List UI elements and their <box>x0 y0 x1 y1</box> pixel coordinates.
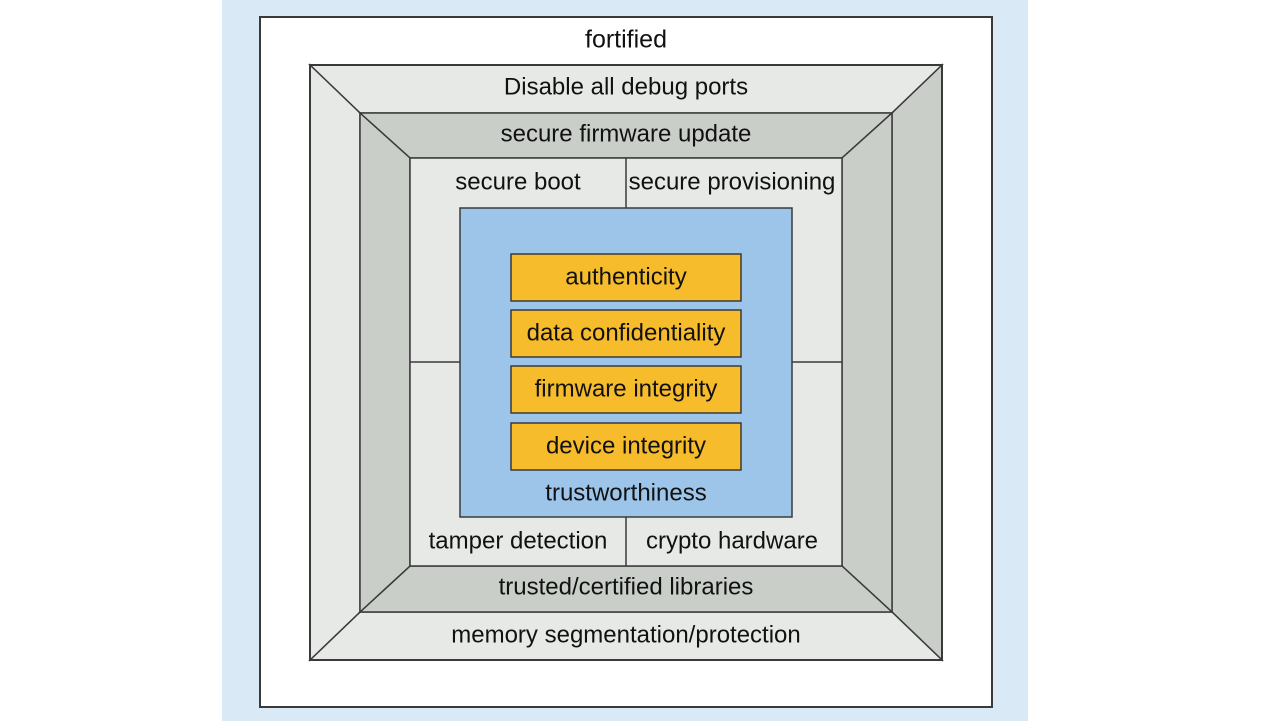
quadrant-top-right-label: secure provisioning <box>629 168 836 195</box>
core-item-label: data confidentiality <box>527 319 726 346</box>
layer2-left-face <box>359 111 411 614</box>
fortified-label: fortified <box>585 26 667 54</box>
core-item-box <box>510 309 742 358</box>
layer1-label: Disable all debug ports <box>504 73 748 100</box>
core-item-label: device integrity <box>546 432 706 459</box>
trustworthiness-label: trustworthiness <box>545 479 706 506</box>
diagram-panel: fortified Disable all debug ports memory… <box>222 0 1028 721</box>
core-item-label: authenticity <box>565 263 686 290</box>
quadrant-bottom-left-label: tamper detection <box>429 527 608 554</box>
security-layers-diagram: fortified Disable all debug ports memory… <box>222 0 1028 721</box>
core-item-label: firmware integrity <box>535 375 718 402</box>
core-item-box <box>510 365 742 414</box>
layer2-bottom-label: trusted/certified libraries <box>499 573 754 600</box>
layer2-right-face <box>841 111 893 614</box>
core-item-box <box>510 422 742 471</box>
layer2-label: secure firmware update <box>501 120 752 147</box>
quadrant-top-left-label: secure boot <box>455 168 581 195</box>
layer1-outline <box>309 64 943 661</box>
layer1-right-face <box>891 63 943 662</box>
core-item-box <box>510 253 742 302</box>
layer1-bottom-label: memory segmentation/protection <box>451 621 801 648</box>
quadrant-bottom-right-label: crypto hardware <box>646 527 818 554</box>
layer1-left-face <box>309 63 361 662</box>
